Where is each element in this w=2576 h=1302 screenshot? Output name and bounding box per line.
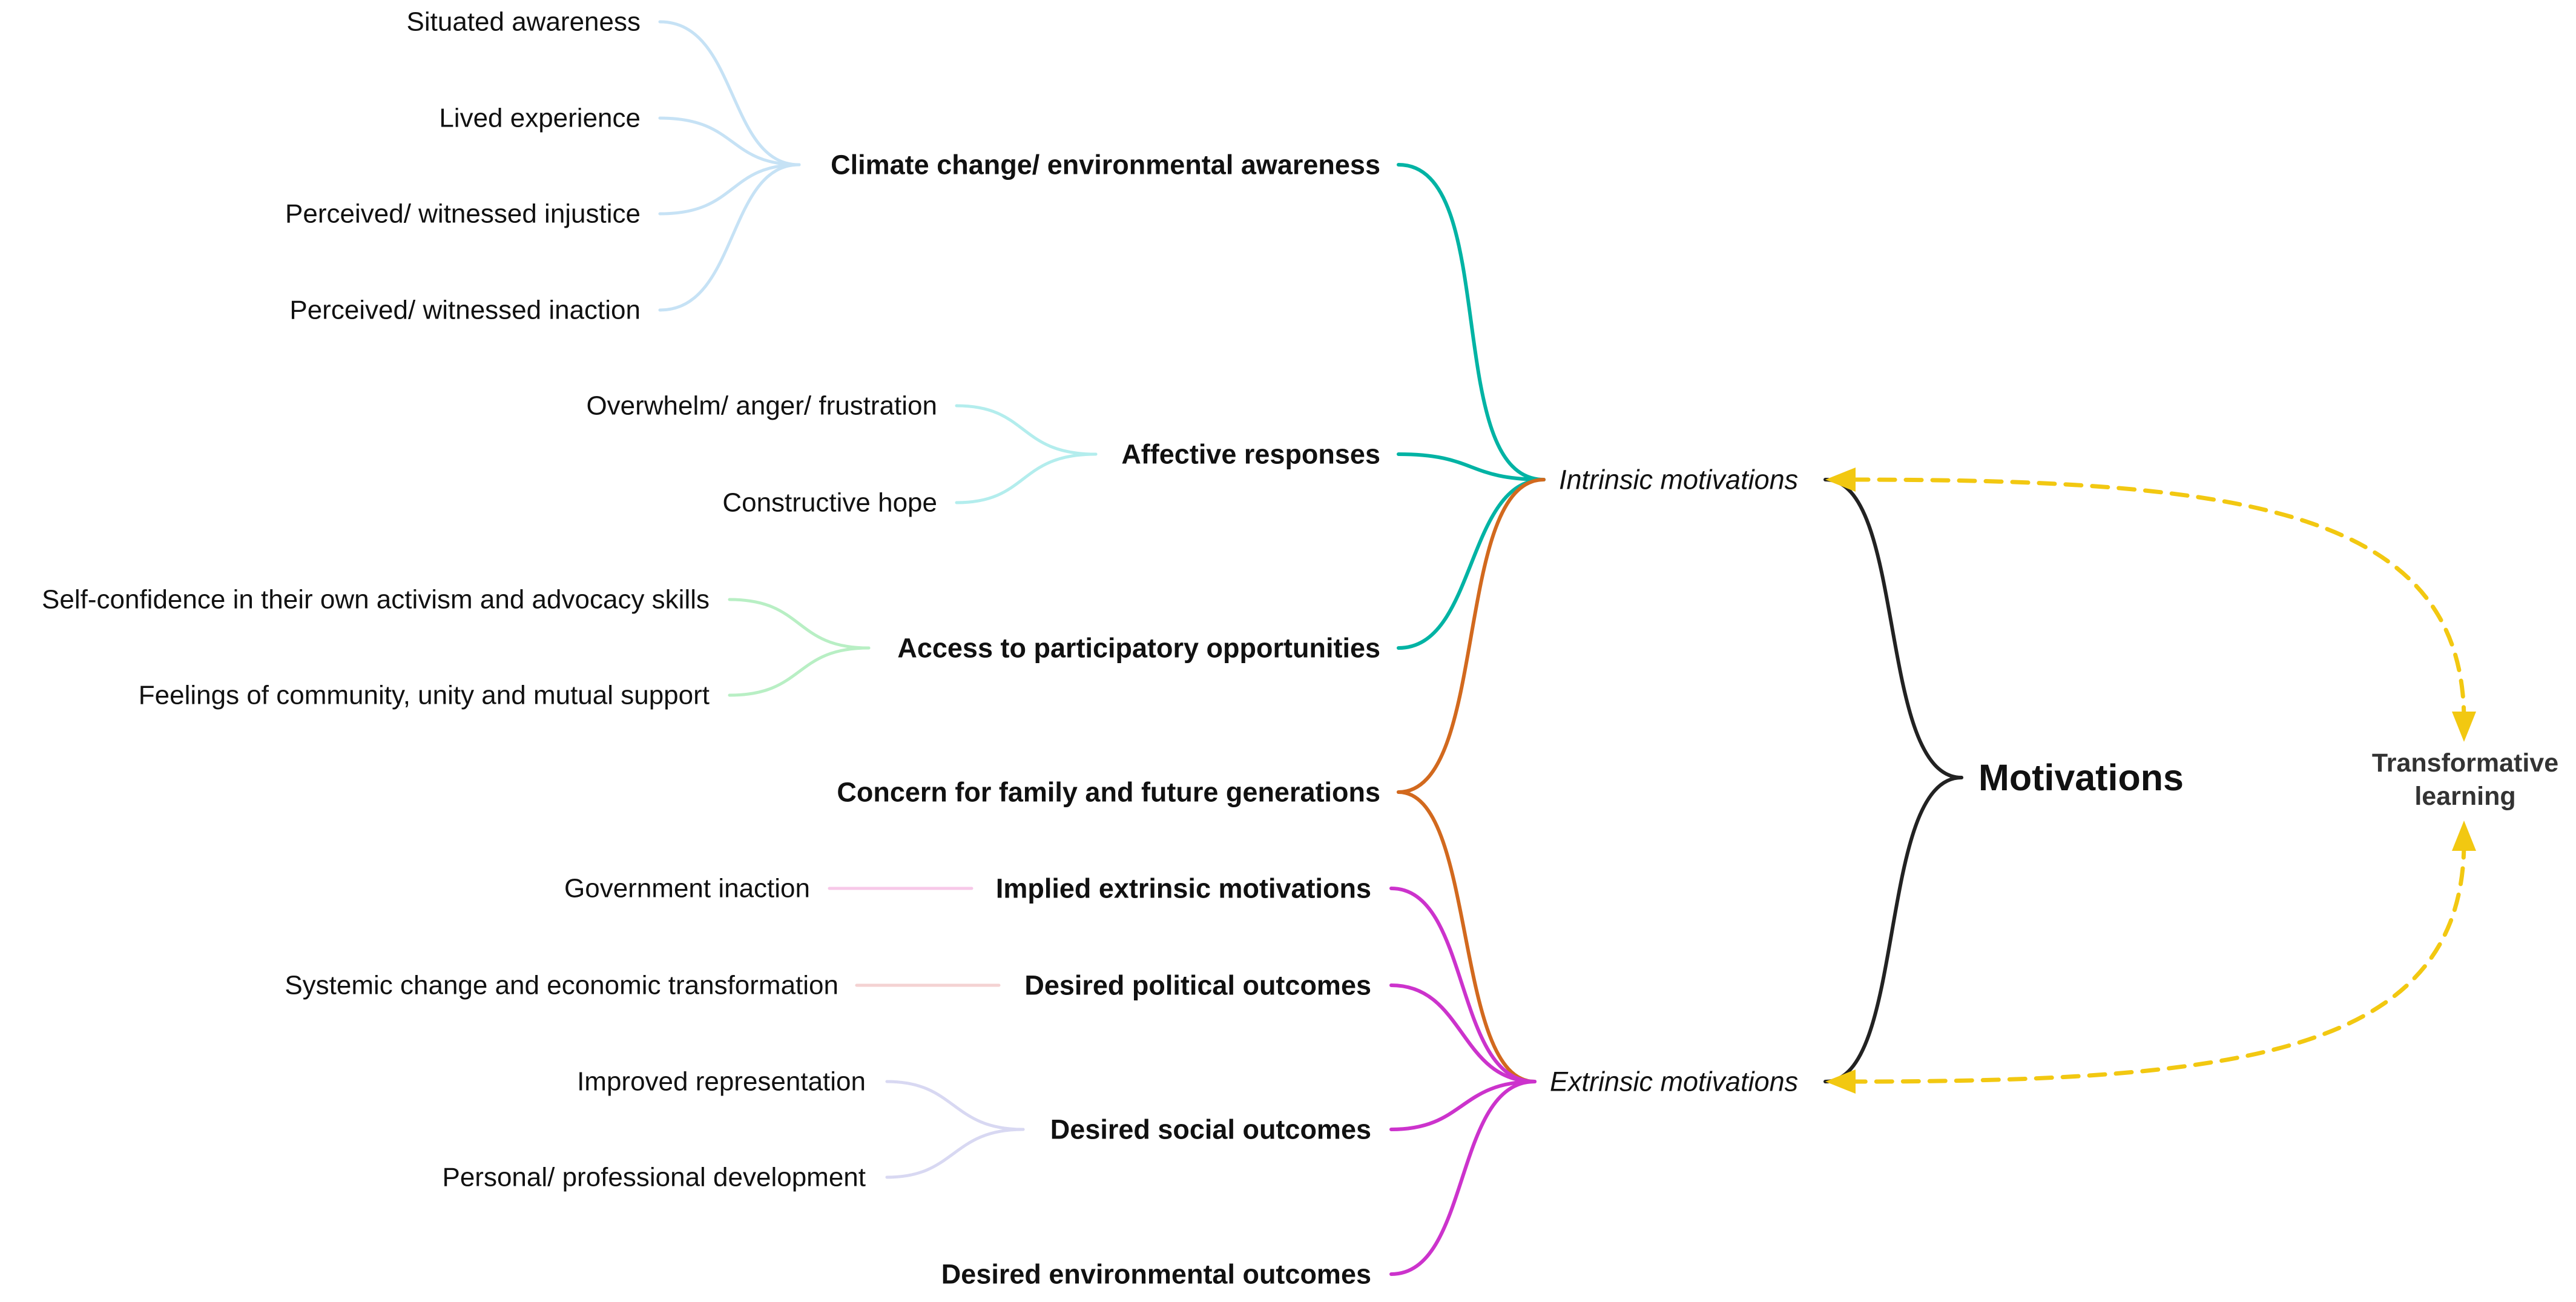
arrowhead-learning-bottom <box>2452 821 2476 851</box>
connector-personal-development <box>885 1128 1025 1179</box>
transformative-learning-line1: Transformative <box>2372 748 2558 778</box>
theme-connectors <box>1389 163 1546 1276</box>
leaf-self-confidence: Self-confidence in their own activism an… <box>42 585 710 615</box>
leaf-constructive-hope: Constructive hope <box>722 488 937 518</box>
connector-social-to-extrinsic <box>1389 1080 1537 1131</box>
arrowhead-extrinsic <box>1825 1069 1856 1094</box>
leaf-lived-experience: Lived experience <box>439 104 641 133</box>
leaf-community: Feelings of community, unity and mutual … <box>139 681 710 710</box>
theme-labels: Climate change/ environmental awareness … <box>831 150 1380 1290</box>
connector-political-to-extrinsic <box>1389 983 1537 1083</box>
connector-intrinsic-to-root <box>1823 478 1963 779</box>
connector-family-to-extrinsic <box>1397 790 1537 1083</box>
connector-extrinsic-to-root <box>1823 776 1963 1083</box>
leaf-connectors <box>658 20 1098 1179</box>
connector-constructive-hope <box>955 452 1098 504</box>
transformative-learning-line2: learning <box>2414 782 2515 811</box>
connector-situated-awareness <box>658 20 801 167</box>
leaf-overwhelm: Overwhelm/ anger/ frustration <box>586 391 937 421</box>
root-motivations-label: Motivations <box>1978 757 2184 798</box>
motivation-labels: Intrinsic motivations Extrinsic motivati… <box>1550 464 1798 1097</box>
leaf-personal-development: Personal/ professional development <box>442 1163 866 1192</box>
connector-lived-experience <box>658 116 801 167</box>
intrinsic-motivations-label: Intrinsic motivations <box>1559 464 1798 495</box>
dashed-arrow-learning-to-extrinsic <box>1850 839 2466 1084</box>
arrowhead-learning-top <box>2452 712 2476 742</box>
leaf-government-inaction: Government inaction <box>564 874 810 904</box>
leaf-labels: Situated awareness Lived experience Perc… <box>42 7 937 1192</box>
connector-affective-to-intrinsic <box>1397 452 1546 481</box>
connector-perceived-inaction <box>658 163 801 312</box>
feedback-arrows <box>1825 468 2476 1094</box>
connector-improved-representation <box>885 1080 1025 1131</box>
theme-family-concern: Concern for family and future generation… <box>837 777 1380 808</box>
connector-perceived-injustice <box>658 163 801 216</box>
connector-self-confidence <box>728 598 871 650</box>
theme-climate-awareness: Climate change/ environmental awareness <box>831 150 1380 180</box>
theme-implied-extrinsic: Implied extrinsic motivations <box>996 873 1371 904</box>
root-connectors <box>1823 478 1963 1083</box>
connector-environmental-to-extrinsic <box>1389 1080 1537 1276</box>
theme-social-outcomes: Desired social outcomes <box>1050 1114 1371 1145</box>
connector-participatory-to-intrinsic <box>1397 478 1546 650</box>
leaf-systemic-change: Systemic change and economic transformat… <box>285 971 838 1000</box>
connector-implied-to-extrinsic <box>1389 887 1537 1083</box>
connector-awareness-to-intrinsic <box>1397 163 1546 481</box>
connector-community <box>728 646 871 697</box>
leaf-situated-awareness: Situated awareness <box>407 7 641 37</box>
theme-affective-responses: Affective responses <box>1121 439 1380 470</box>
dashed-arrow-intrinsic-to-learning <box>1850 477 2466 723</box>
leaf-perceived-injustice: Perceived/ witnessed injustice <box>285 199 641 229</box>
extrinsic-motivations-label: Extrinsic motivations <box>1550 1066 1798 1097</box>
transformative-learning-node: Transformative learning <box>2372 748 2558 811</box>
leaf-improved-representation: Improved representation <box>577 1067 866 1097</box>
theme-political-outcomes: Desired political outcomes <box>1024 970 1371 1001</box>
theme-environmental-outcomes: Desired environmental outcomes <box>941 1259 1371 1290</box>
connector-family-to-intrinsic <box>1397 478 1546 794</box>
connector-overwhelm <box>955 404 1098 456</box>
arrowhead-intrinsic <box>1825 468 1856 492</box>
theme-participatory-access: Access to participatory opportunities <box>897 633 1380 664</box>
leaf-perceived-inaction: Perceived/ witnessed inaction <box>289 296 641 325</box>
